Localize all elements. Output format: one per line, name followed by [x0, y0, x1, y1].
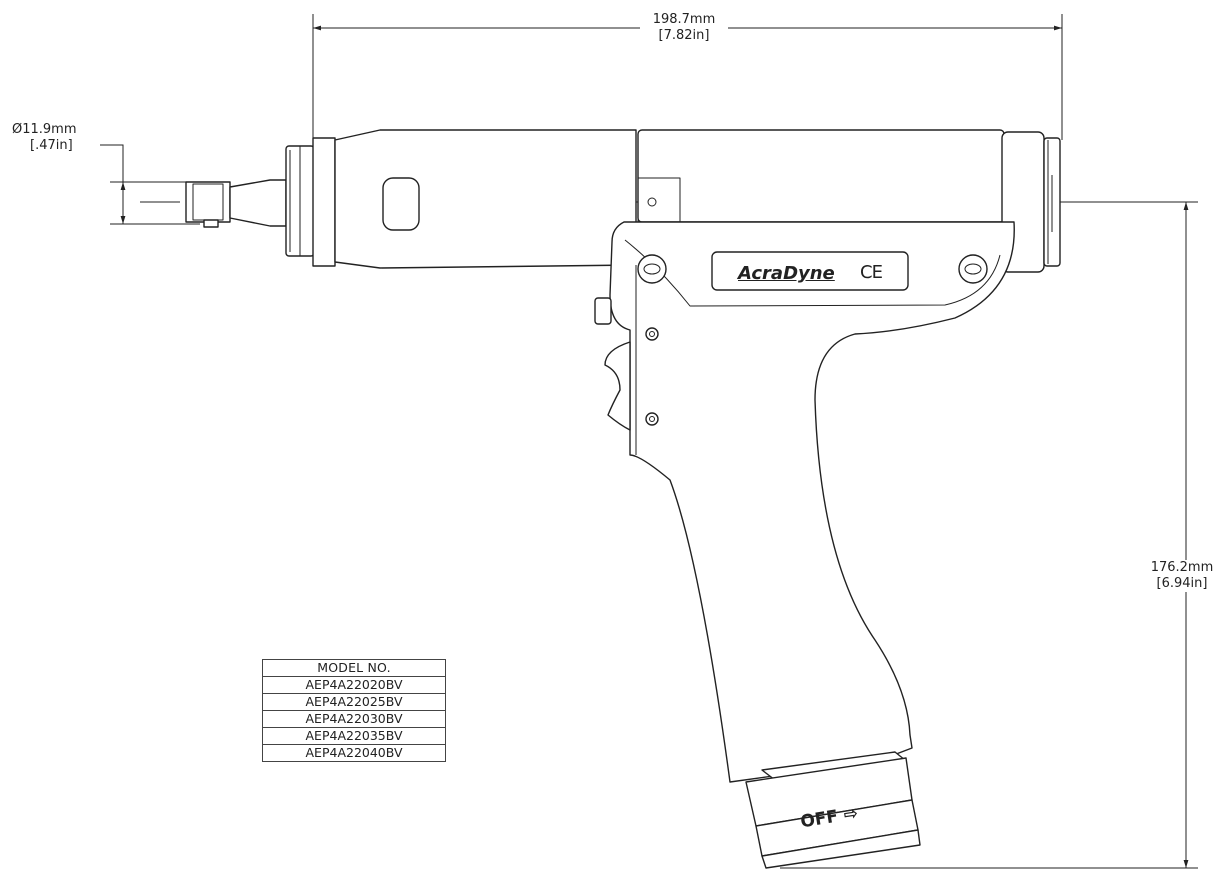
front-collar: [312, 137, 336, 267]
reverse-lever: [594, 297, 612, 325]
model-row: AEP4A22030BV: [262, 710, 446, 728]
diameter-label: Ø11.9mm [.47in]: [12, 122, 98, 154]
diameter-in: [.47in]: [30, 138, 73, 153]
width-mm: 198.7mm: [652, 12, 716, 27]
brand-logo: AcraDyne CE: [718, 258, 908, 290]
width-in: [7.82in]: [658, 28, 710, 43]
badge-screw-right: [958, 254, 988, 284]
width-label: 198.7mm [7.82in]: [640, 12, 728, 44]
model-row: AEP4A22040BV: [262, 744, 446, 762]
gear-case-slot: [382, 177, 420, 231]
logo-badge: [711, 251, 909, 291]
diameter-leader: [100, 144, 124, 182]
screw: [645, 327, 659, 341]
height-mm: 176.2mm: [1150, 560, 1214, 575]
base-ring: [761, 829, 921, 869]
model-row: AEP4A22020BV: [262, 676, 446, 694]
height-in: [6.94in]: [1156, 576, 1208, 591]
model-row: AEP4A22025BV: [262, 693, 446, 711]
badge-screw-left: [637, 254, 667, 284]
pistol-grip: [609, 221, 1015, 783]
model-table-header: MODEL NO.: [262, 659, 446, 677]
diameter-mm: Ø11.9mm: [12, 122, 77, 137]
screw: [645, 412, 659, 426]
motor-housing: [637, 129, 1005, 223]
output-shaft: [229, 179, 287, 227]
model-table: MODEL NO. AEP4A22020BV AEP4A22025BV AEP4…: [262, 659, 446, 762]
model-row: AEP4A22035BV: [262, 727, 446, 745]
trigger: [604, 341, 631, 431]
gear-case: [334, 129, 637, 269]
height-label: 176.2mm [6.94in]: [1146, 560, 1218, 592]
brand-name: AcraDyne: [738, 263, 835, 284]
ce-mark: CE: [860, 262, 883, 283]
